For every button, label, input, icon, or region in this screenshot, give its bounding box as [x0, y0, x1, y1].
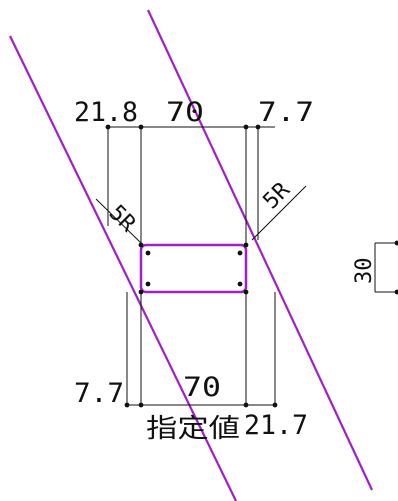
dimension-dot — [243, 402, 249, 408]
side-dimension-dot-top — [394, 240, 398, 246]
corner-point — [237, 281, 243, 287]
dim-top-right: 7.7 — [258, 97, 314, 128]
dim-side: 30 — [352, 258, 377, 285]
dim-bottom-mid: 70 — [183, 372, 221, 403]
diagonal-line-left — [9, 35, 237, 501]
radius-label-left: 5R — [104, 201, 141, 238]
radius-leader-right — [251, 185, 307, 241]
corner-point — [138, 289, 144, 295]
dimension-dot — [255, 124, 261, 130]
diagonal-line-right — [147, 9, 373, 491]
dimension-dot — [243, 124, 249, 130]
dimension-dot — [138, 402, 144, 408]
dim-bottom-left: 7.7 — [74, 378, 124, 409]
radius-leader-left — [95, 198, 142, 244]
corner-point — [237, 250, 243, 256]
dimension-dot — [124, 402, 130, 408]
rounded-rectangle-outline — [139, 243, 248, 294]
corner-point — [145, 281, 151, 287]
corner-point — [243, 289, 249, 295]
radius-label-right: 5R — [259, 177, 296, 214]
dimension-dot — [272, 402, 278, 408]
dim-top-mid: 70 — [166, 97, 204, 128]
specified-value-label: 指定値 — [146, 414, 240, 444]
dim-top-left: 21.8 — [74, 97, 138, 128]
dim-bottom-right: 21.7 — [244, 410, 308, 441]
corner-point — [243, 242, 249, 248]
dimension-dot — [105, 124, 111, 130]
corner-point — [138, 242, 144, 248]
dimension-dot — [138, 124, 144, 130]
corner-point — [145, 250, 151, 256]
side-dimension-dot-bottom — [394, 289, 398, 295]
